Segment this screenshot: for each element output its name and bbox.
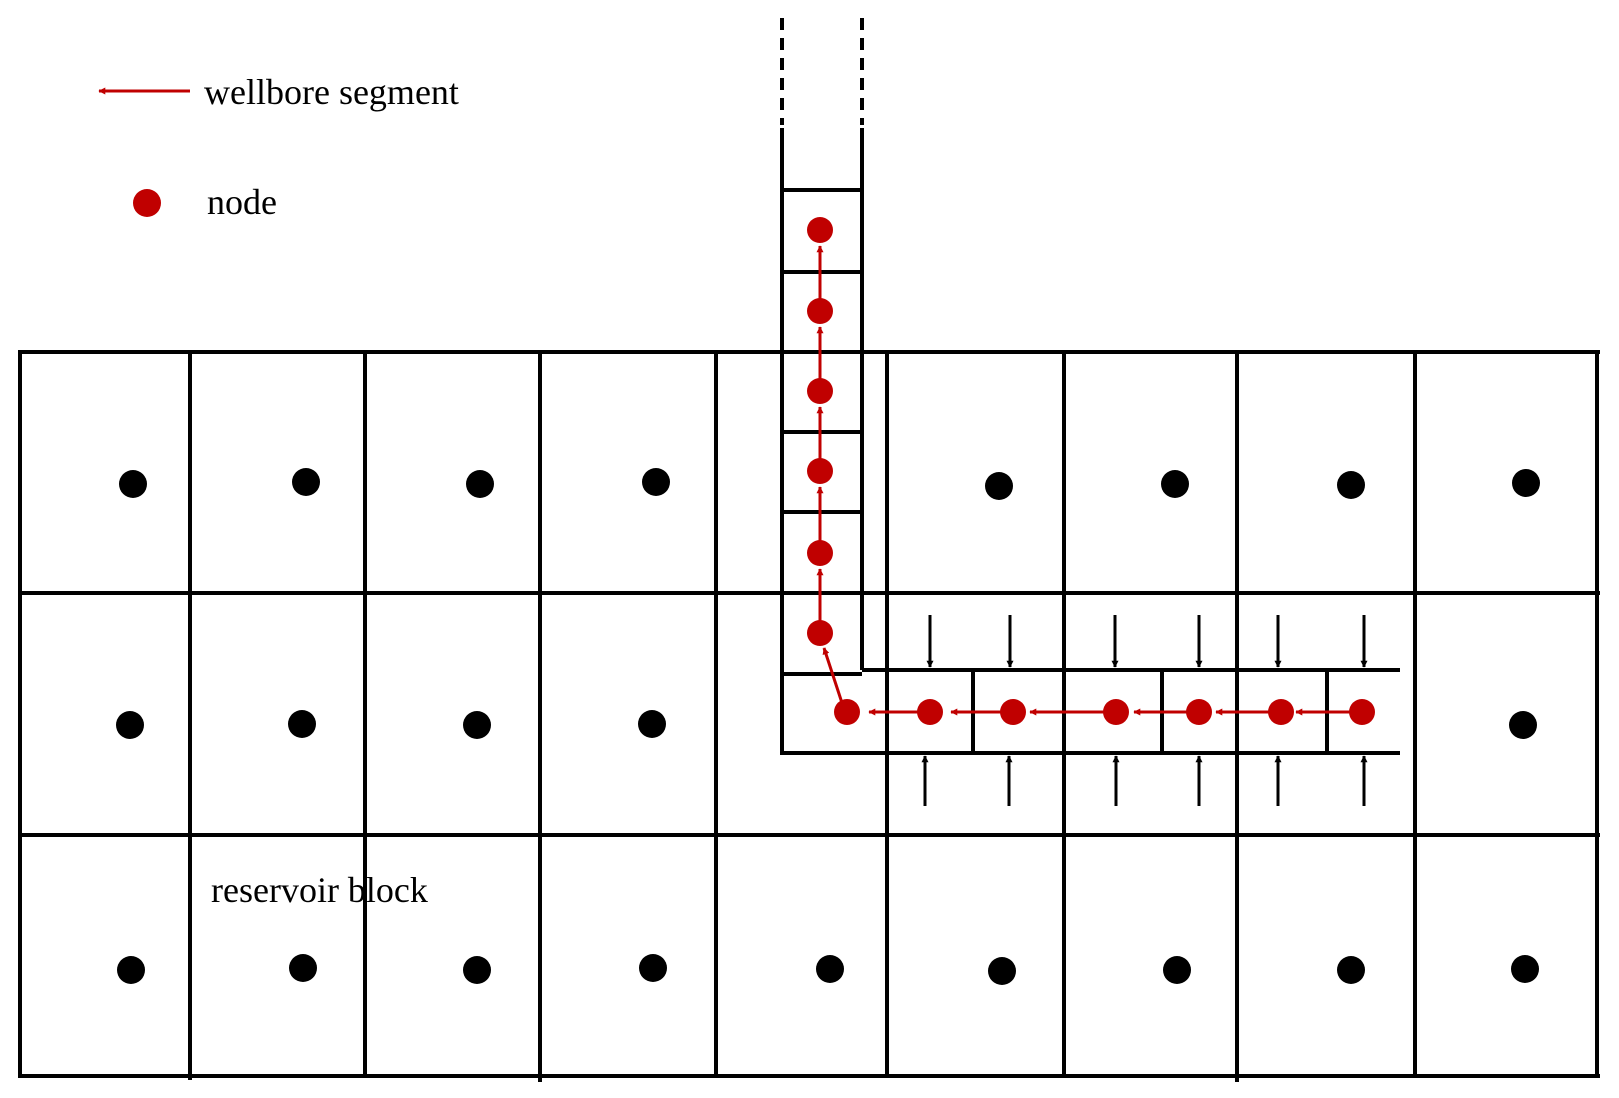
- block-center-dot: [289, 954, 317, 982]
- block-center-dot: [639, 954, 667, 982]
- block-center-dot: [117, 956, 145, 984]
- node-icon: [807, 620, 833, 646]
- node-icon: [1103, 699, 1129, 725]
- node-icon: [1186, 699, 1212, 725]
- node-icon: [1268, 699, 1294, 725]
- wellbore-segments: [816, 245, 1352, 716]
- segment-arrow: [822, 647, 845, 707]
- inflow-arrows: [921, 615, 1368, 806]
- node-icon: [807, 217, 833, 243]
- block-center-dot: [1509, 711, 1537, 739]
- block-center-dot: [466, 470, 494, 498]
- block-center-dot: [988, 957, 1016, 985]
- block-center-dot: [288, 710, 316, 738]
- block-center-dot: [463, 711, 491, 739]
- node-icon: [807, 540, 833, 566]
- reservoir-grid: [18, 350, 1600, 1082]
- wellbore: [780, 18, 1400, 755]
- node-icon: [807, 458, 833, 484]
- block-center-dot: [1337, 471, 1365, 499]
- block-center-dot: [642, 468, 670, 496]
- block-center-dot: [1337, 956, 1365, 984]
- legend-node-label: node: [207, 182, 277, 222]
- block-center-dot: [985, 472, 1013, 500]
- block-center-dot: [292, 468, 320, 496]
- node-icon: [834, 699, 860, 725]
- node-icon: [807, 298, 833, 324]
- block-center-dot: [638, 710, 666, 738]
- legend-node-icon: [133, 189, 161, 217]
- block-center-dot: [816, 955, 844, 983]
- block-center-dot: [1512, 469, 1540, 497]
- legend: wellbore segment node: [98, 72, 459, 222]
- block-center-dot: [116, 711, 144, 739]
- legend-segment-label: wellbore segment: [204, 72, 459, 112]
- wellbore-nodes: [807, 217, 1375, 725]
- block-centers: [116, 468, 1540, 985]
- block-center-dot: [119, 470, 147, 498]
- node-icon: [1349, 699, 1375, 725]
- reservoir-block-label: reservoir block: [211, 870, 428, 910]
- block-center-dot: [1163, 956, 1191, 984]
- block-center-dot: [1161, 470, 1189, 498]
- node-icon: [1000, 699, 1026, 725]
- block-center-dot: [1511, 955, 1539, 983]
- node-icon: [807, 378, 833, 404]
- block-center-dot: [463, 956, 491, 984]
- node-icon: [917, 699, 943, 725]
